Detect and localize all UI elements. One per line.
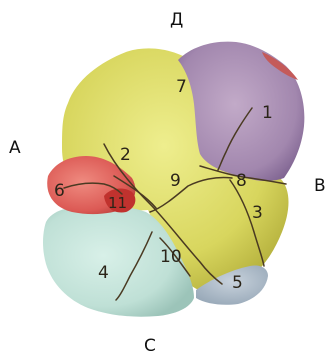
region-11-label: 11: [108, 194, 127, 212]
region-2-label: 2: [120, 145, 131, 165]
region-8-label: 8: [236, 171, 247, 191]
region-1-label: 1: [262, 103, 273, 123]
region-4-label: 4: [98, 263, 109, 283]
direction-bottom-label: С: [144, 338, 156, 355]
region-5-label: 5: [232, 273, 243, 293]
region-6-label: 6: [54, 181, 65, 201]
region-9-label: 9: [170, 171, 181, 191]
direction-top-label: Д: [170, 12, 183, 29]
direction-left-label: А: [9, 140, 21, 157]
region-7-label: 7: [176, 77, 187, 97]
region-3-label: 3: [252, 203, 263, 223]
region-10-label: 10: [160, 247, 182, 267]
direction-right-label: В: [314, 178, 326, 195]
